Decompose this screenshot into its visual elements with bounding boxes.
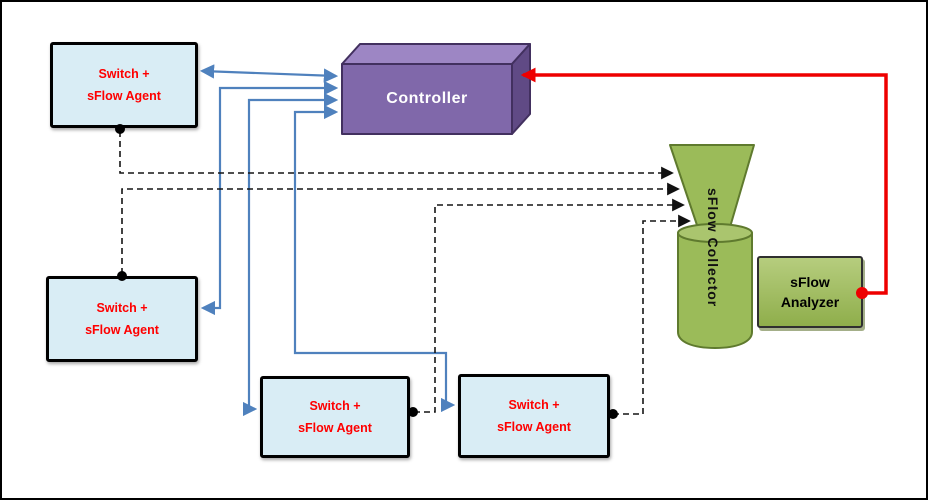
node-switch-sflow-agent-2: Switch + sFlow Agent [46,276,198,362]
switch3-label: Switch + sFlow Agent [298,398,372,436]
controller-label: Controller [386,90,468,107]
node-switch-sflow-agent-4: Switch + sFlow Agent [458,374,610,458]
switch4-label: Switch + sFlow Agent [497,397,571,435]
collector-label: sFlow Collector [705,188,721,308]
switch2-label: Switch + sFlow Agent [85,300,159,338]
analyzer-label: sFlow Analyzer [780,273,840,310]
node-sflow-analyzer: sFlow Analyzer [757,256,863,328]
node-switch-sflow-agent-3: Switch + sFlow Agent [260,376,410,458]
controller-top-face [341,43,531,65]
node-switch-sflow-agent-1: Switch + sFlow Agent [50,42,198,128]
switch1-label: Switch + sFlow Agent [87,66,161,104]
